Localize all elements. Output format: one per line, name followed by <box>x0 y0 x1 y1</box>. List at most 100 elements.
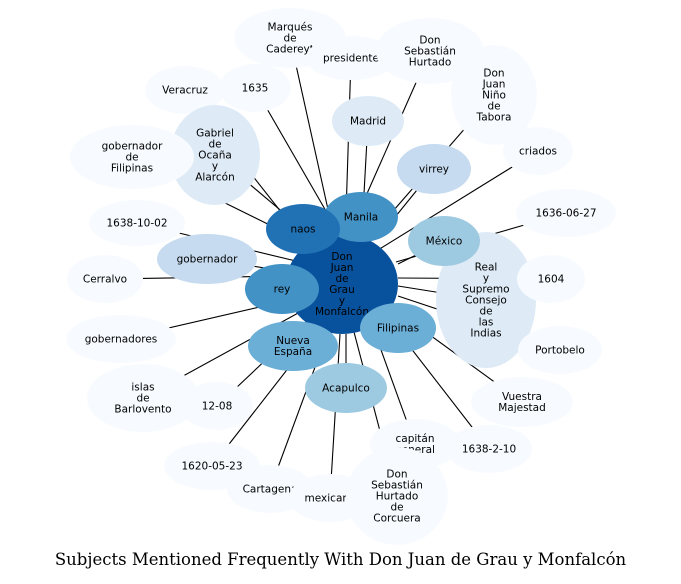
node-manila-label: Manila <box>344 212 378 224</box>
node-naos-shape <box>266 204 340 254</box>
node-y1604-shape <box>517 255 585 303</box>
node-d12-08-label: 12-08 <box>202 401 233 413</box>
node-portobelo-label: Portobelo <box>535 345 585 357</box>
node-virrey-shape <box>397 144 471 194</box>
node-filipinas[interactable]: Filipinas <box>360 303 436 353</box>
node-rey-shape <box>245 264 319 314</box>
edge-mexicano <box>329 333 341 499</box>
node-filipinas-shape <box>360 303 436 353</box>
node-mexico[interactable]: México <box>408 216 480 266</box>
node-portobelo-shape <box>518 326 602 374</box>
node-acapulco[interactable]: Acapulco <box>305 363 387 413</box>
node-d1638-10-02[interactable]: 1638-10-02 <box>89 200 185 246</box>
node-naos-label: naos <box>291 224 316 236</box>
node-presidente-label: presidente <box>323 53 379 65</box>
node-madrid-label: Madrid <box>350 116 386 128</box>
node-d1636-06-27-shape <box>516 189 616 237</box>
node-real-consejo-shape <box>436 232 536 368</box>
node-gobernador-label: gobernador <box>177 254 239 266</box>
node-d12-08-shape <box>181 382 253 430</box>
node-d12-08[interactable]: 12-08 <box>181 382 253 430</box>
node-y1635-label: 1635 <box>242 83 269 95</box>
node-islas-barlovento-shape <box>87 364 199 432</box>
node-y1604[interactable]: 1604 <box>517 255 585 303</box>
node-criados-shape <box>503 127 573 175</box>
node-portobelo[interactable]: Portobelo <box>518 326 602 374</box>
node-virrey-label: virrey <box>419 164 449 176</box>
node-gabriel-shape <box>170 105 260 205</box>
node-criados[interactable]: criados <box>503 127 573 175</box>
node-madrid-shape <box>332 96 404 146</box>
node-cerralvo-shape <box>67 255 143 303</box>
node-juan-nino-shape <box>451 45 537 145</box>
node-y1635[interactable]: 1635 <box>219 64 291 112</box>
node-cerralvo[interactable]: Cerralvo <box>67 255 143 303</box>
node-mexicano-label: mexicano <box>305 493 356 505</box>
node-d1638-10-02-shape <box>89 200 185 246</box>
diagram-title: Subjects Mentioned Frequently With Don J… <box>54 550 627 569</box>
node-gobernadores[interactable]: gobernadores <box>66 315 176 363</box>
node-d1636-06-27[interactable]: 1636-06-27 <box>516 189 616 237</box>
node-gobernador-shape <box>157 234 257 284</box>
edge-criados <box>377 150 539 251</box>
center-node-shape <box>286 234 398 334</box>
node-gob-filipinas-shape <box>70 125 194 189</box>
node-d1638-2-10[interactable]: 1638-2-10 <box>446 425 532 473</box>
node-rey[interactable]: rey <box>245 264 319 314</box>
node-gobernadores-shape <box>66 315 176 363</box>
node-presidente-shape <box>306 36 396 80</box>
node-criados-label: criados <box>519 146 557 158</box>
node-veracruz-shape <box>145 66 225 114</box>
node-madrid[interactable]: Madrid <box>332 96 404 146</box>
node-d1636-06-27-label: 1636-06-27 <box>535 208 596 220</box>
node-naos[interactable]: naos <box>266 204 340 254</box>
node-mexico-shape <box>408 216 480 266</box>
node-veracruz-label: Veracruz <box>162 85 208 97</box>
node-virrey[interactable]: virrey <box>397 144 471 194</box>
node-gobernadores-label: gobernadores <box>85 334 158 346</box>
node-y1604-label: 1604 <box>538 274 565 286</box>
node-veracruz[interactable]: Veracruz <box>145 66 225 114</box>
node-filipinas-label: Filipinas <box>377 323 419 335</box>
node-mexico-label: México <box>426 236 463 248</box>
node-presidente[interactable]: presidente <box>306 36 396 80</box>
node-d1638-10-02-label: 1638-10-02 <box>106 218 167 230</box>
node-cartagena-label: Cartagena <box>243 484 298 496</box>
node-manila[interactable]: Manila <box>324 192 398 242</box>
node-sebastian-corcuera-shape <box>346 447 448 545</box>
node-rey-label: rey <box>274 284 291 296</box>
node-gobernador[interactable]: gobernador <box>157 234 257 284</box>
node-d1638-2-10-label: 1638-2-10 <box>462 444 516 456</box>
node-vuestra-majestad-shape <box>471 377 573 427</box>
node-d1638-2-10-shape <box>446 425 532 473</box>
node-y1635-shape <box>219 64 291 112</box>
node-sebastian-hurtado-shape <box>376 18 484 84</box>
node-manila-shape <box>324 192 398 242</box>
node-cerralvo-label: Cerralvo <box>83 274 127 286</box>
node-nueva-espana-shape <box>248 321 338 371</box>
node-acapulco-label: Acapulco <box>322 383 370 395</box>
